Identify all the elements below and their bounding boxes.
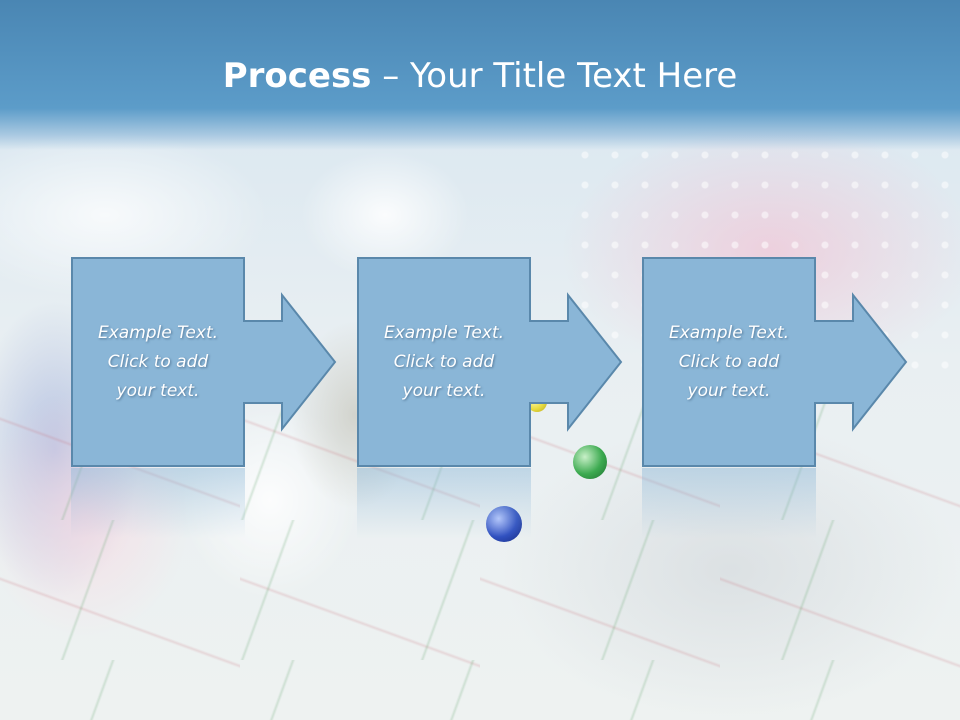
step-1-text[interactable]: Example Text. Click to add your text. <box>97 322 219 401</box>
step-2-shape <box>357 257 623 467</box>
green-pin-icon <box>573 445 607 479</box>
slide-title[interactable]: Process – Your Title Text Here <box>0 55 960 97</box>
title-bar: Process – Your Title Text Here <box>0 0 960 150</box>
process-step-2[interactable]: Example Text. Click to add your text. <box>357 257 705 467</box>
step-3-shape <box>642 257 908 467</box>
blue-pin-icon <box>486 506 522 542</box>
step-1-shape <box>71 257 337 467</box>
title-rest: – Your Title Text Here <box>371 56 738 96</box>
title-bold: Process <box>222 56 372 96</box>
step-2-text[interactable]: Example Text. Click to add your text. <box>383 322 505 401</box>
step-3-text[interactable]: Example Text. Click to add your text. <box>668 322 790 401</box>
process-step-3[interactable]: Example Text. Click to add your text. <box>642 257 960 467</box>
process-step-1[interactable]: Example Text. Click to add your text. <box>71 257 419 467</box>
